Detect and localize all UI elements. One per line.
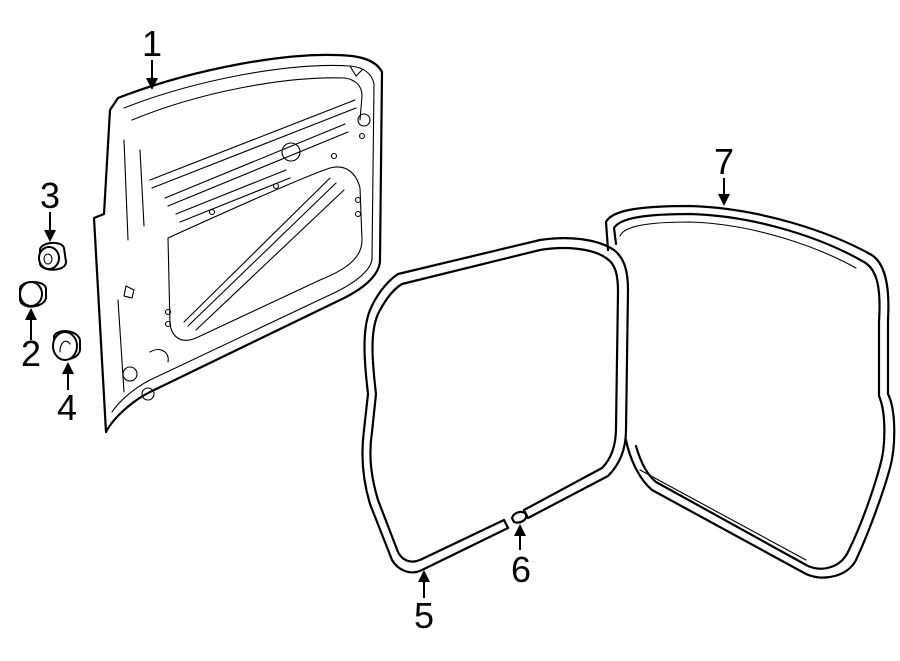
- plug-part-4: [52, 330, 81, 361]
- callout-1: 1: [142, 23, 162, 64]
- callout-3: 3: [40, 175, 60, 216]
- callout-labels: 1 2 3 4 5 6 7: [21, 23, 734, 636]
- plug-part-3: [38, 242, 68, 271]
- seal-joint-part-6: [510, 510, 528, 524]
- callout-7: 7: [714, 141, 734, 182]
- callout-4: 4: [57, 387, 77, 428]
- door-seal: [361, 237, 630, 574]
- door-shell: [92, 53, 384, 434]
- callout-5: 5: [414, 595, 434, 636]
- plug-part-2: [19, 281, 47, 308]
- callout-2: 2: [21, 333, 41, 374]
- body-weatherstrip: [604, 204, 896, 579]
- leader-arrows: [25, 60, 730, 598]
- callout-6: 6: [511, 549, 531, 590]
